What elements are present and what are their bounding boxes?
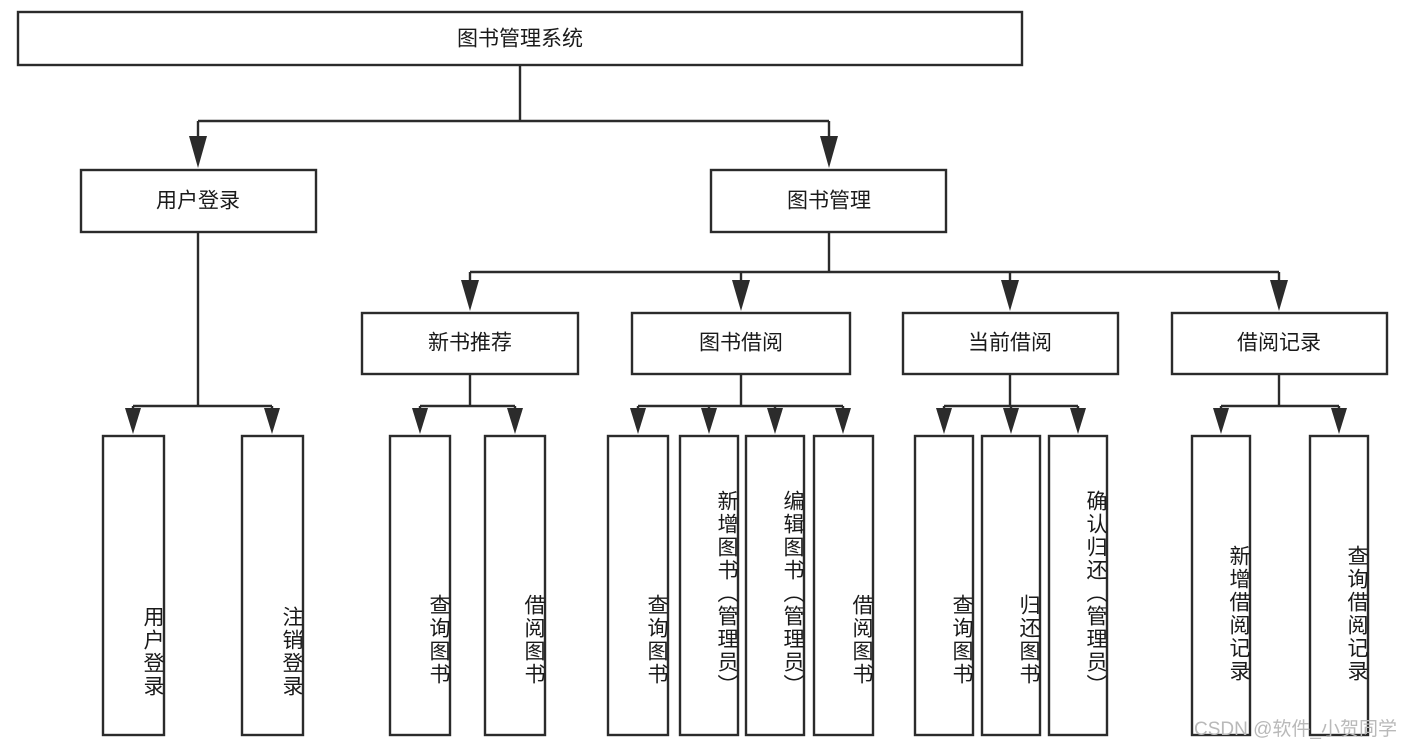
node-borrow-record[interactable]: 借阅记录: [1170, 311, 1389, 376]
arrow-head-icon: [1070, 408, 1086, 434]
arrow-head-icon: [1331, 408, 1347, 434]
node-label: 图书管理系统: [457, 28, 583, 51]
connector-bookmgmt-to-level3: [461, 232, 1288, 311]
node-current-borrow[interactable]: 当前借阅: [901, 311, 1120, 376]
node-new-book-recommend[interactable]: 新书推荐: [360, 311, 580, 376]
arrow-head-icon: [1003, 408, 1019, 434]
node-box-rect[interactable]: [901, 311, 1120, 376]
node-box-rect[interactable]: [709, 168, 948, 234]
leaf-box-query-book-rec[interactable]: [388, 434, 452, 737]
node-box-rect[interactable]: [360, 311, 580, 376]
arrow-head-icon: [189, 136, 207, 168]
arrow-head-icon: [507, 408, 523, 434]
node-root[interactable]: 图书管理系统: [16, 10, 1024, 67]
leaf-box-query-book-current[interactable]: [913, 434, 975, 737]
arrow-head-icon: [630, 408, 646, 434]
arrow-head-icon: [701, 408, 717, 434]
arrow-head-icon: [732, 280, 750, 311]
leaf-box-confirm-return-admin[interactable]: [1047, 434, 1109, 737]
node-label: 当前借阅: [968, 332, 1052, 355]
leaf-box-borrow-book-rec[interactable]: [483, 434, 547, 737]
node-label: 新书推荐: [428, 332, 512, 355]
arrow-head-icon: [264, 408, 280, 434]
leaf-box-user-logout[interactable]: [240, 434, 305, 737]
leaf-box-return-book[interactable]: [980, 434, 1042, 737]
csdn-watermark: CSDN @软件_小贺同学: [1194, 719, 1397, 740]
node-box-rect[interactable]: [79, 168, 318, 234]
arrow-head-icon: [936, 408, 952, 434]
node-user-login[interactable]: 用户登录: [79, 168, 318, 234]
leaf-box-borrow-book[interactable]: [812, 434, 875, 737]
arrow-head-icon: [125, 408, 141, 434]
connector-root-to-level2: [189, 65, 838, 168]
connector-booklogin-to-leaves: [125, 232, 280, 434]
node-book-management[interactable]: 图书管理: [709, 168, 948, 234]
arrow-head-icon: [1001, 280, 1019, 311]
arrow-head-icon: [835, 408, 851, 434]
arrow-head-icon: [1213, 408, 1229, 434]
leaf-box-query-book-borrow[interactable]: [606, 434, 670, 737]
leaf-box-query-borrow-record[interactable]: [1308, 434, 1370, 737]
node-box-rect[interactable]: [1170, 311, 1389, 376]
node-label: 图书管理: [787, 190, 871, 213]
arrow-head-icon: [461, 280, 479, 311]
arrow-head-icon: [820, 136, 838, 168]
connector-newbook-to-leaves: [412, 374, 523, 434]
node-book-borrow[interactable]: 图书借阅: [630, 311, 852, 376]
connector-currentborrow-to-leaves: [936, 374, 1086, 434]
leaf-boxes: [101, 434, 1370, 737]
leaf-box-user-login[interactable]: [101, 434, 166, 737]
connector-bookborrow-to-leaves: [630, 374, 851, 434]
leaf-box-add-book-admin[interactable]: [678, 434, 740, 737]
arrow-head-icon: [767, 408, 783, 434]
arrow-head-icon: [1270, 280, 1288, 311]
leaf-box-add-borrow-record[interactable]: [1190, 434, 1252, 737]
node-label: 用户登录: [156, 190, 240, 213]
node-label: 图书借阅: [699, 332, 783, 355]
arrow-head-icon: [412, 408, 428, 434]
node-box-rect[interactable]: [630, 311, 852, 376]
connector-borrowrecord-to-leaves: [1213, 374, 1347, 434]
node-label: 借阅记录: [1237, 332, 1321, 355]
leaf-box-edit-book-admin[interactable]: [744, 434, 806, 737]
node-box-rect[interactable]: [16, 10, 1024, 67]
